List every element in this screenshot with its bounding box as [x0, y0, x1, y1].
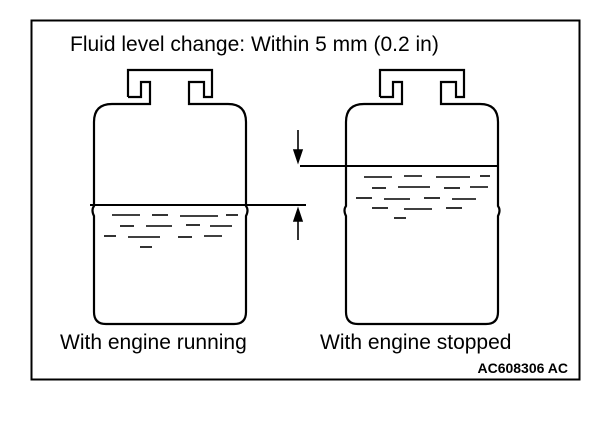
reservoir-engine-running	[91, 68, 249, 326]
arrow-down-icon	[292, 149, 304, 165]
figure-code: AC608306 AC	[477, 360, 568, 376]
fluid-dashes-running	[104, 214, 238, 248]
reservoir-body	[343, 99, 501, 326]
reservoir-body	[91, 99, 249, 326]
caption-engine-running: With engine running	[60, 331, 247, 354]
caption-engine-stopped: With engine stopped	[320, 331, 511, 354]
reservoir-cap	[378, 68, 466, 99]
level-change-dimension	[292, 130, 304, 240]
reservoir-cap	[126, 68, 214, 99]
diagram-frame	[30, 19, 581, 381]
diagram-title: Fluid level change: Within 5 mm (0.2 in)	[70, 33, 439, 56]
reservoir-engine-stopped	[343, 68, 501, 326]
arrow-up-icon	[292, 206, 304, 222]
fluid-dashes-stopped	[356, 175, 490, 219]
